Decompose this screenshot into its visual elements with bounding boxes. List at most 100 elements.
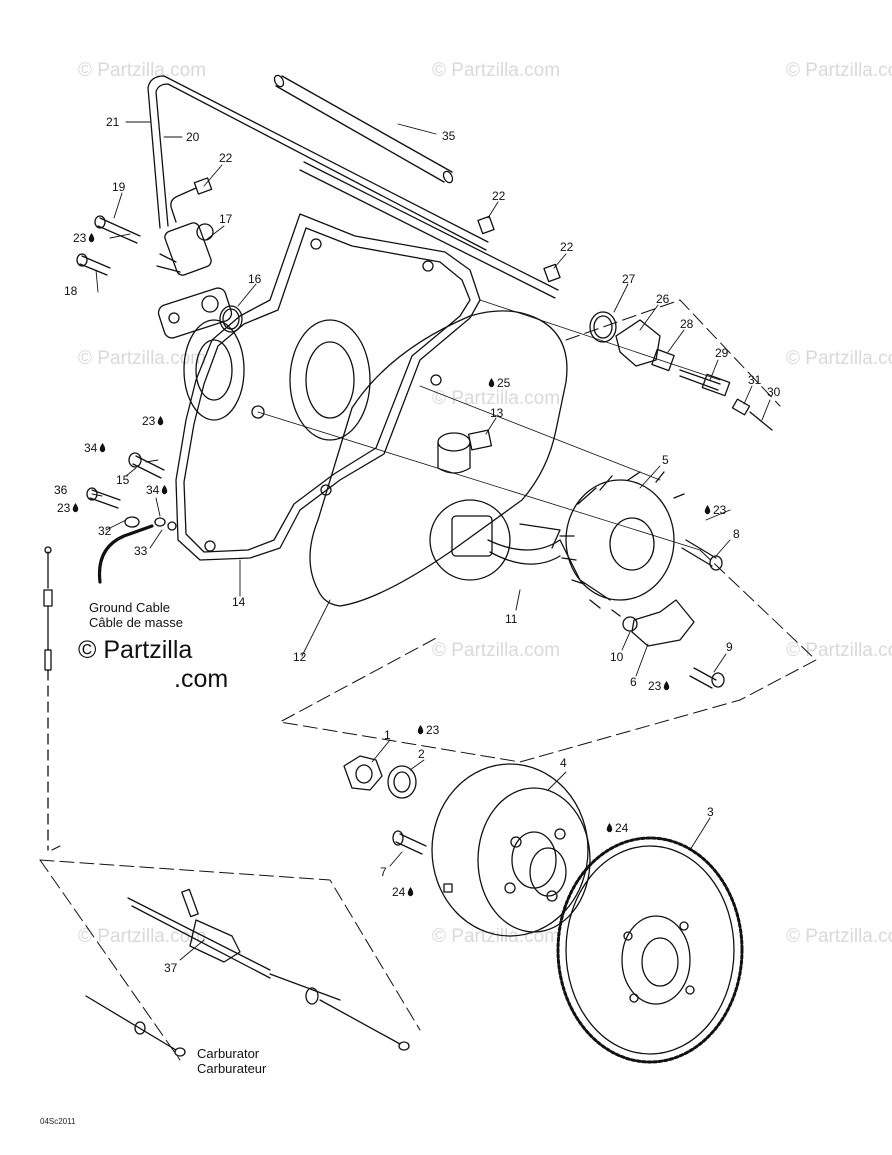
carburator-label-en: Carburator [197,1046,260,1061]
lubricant-icon [664,681,670,691]
callout-19: 19 [112,180,126,194]
watermark: © Partzilla.com [786,640,892,661]
callout-27: 27 [622,272,636,286]
callout-16: 16 [248,272,262,286]
group-outline [39,299,817,1061]
callout-36: 36 [54,483,68,497]
lubricant-icon [417,725,424,735]
lubricant-icon [158,416,164,426]
ground-cable [97,524,154,584]
watermark: © Partzilla.com [786,926,892,947]
detail-circle [429,499,511,581]
o-ring [219,305,243,333]
watermark: © Partzilla.com [432,388,561,409]
throttle-cable [43,546,53,851]
callout-24: 24 [392,886,414,898]
watermark: © Partzilla.com [78,60,207,81]
flywheel [431,763,591,937]
callout-14: 14 [232,595,246,609]
callout-24-number: 24 [392,885,406,899]
lubricant-icon [100,443,106,453]
callout-23: 23 [57,502,79,514]
callout-34: 34 [84,442,106,454]
callout-12: 12 [293,650,307,664]
callout-5: 5 [662,453,669,467]
callout-18: 18 [64,284,78,298]
callout-17: 17 [219,212,233,226]
lubricant-icon [162,485,168,495]
callout-32: 32 [98,524,112,538]
callout-23: 23 [73,232,95,244]
callout-9: 9 [726,640,733,654]
callout-1: 1 [384,728,391,742]
callout-37: 37 [164,961,178,975]
magneto-cover [175,213,481,561]
callout-4: 4 [560,756,567,770]
callout-31: 31 [748,373,762,387]
callout-8: 8 [733,527,740,541]
lubricant-icon [408,887,414,897]
watermark: © Partzilla.com [432,60,561,81]
callout-23-number: 23 [648,679,662,693]
callout-23-number: 23 [73,231,87,245]
callout-26: 26 [656,292,670,306]
diagram-code: 04Sc2011 [40,1117,76,1126]
callout-15: 15 [116,473,130,487]
cover-gasket [309,310,568,607]
brand-line-2: .com [174,665,229,693]
callout-10: 10 [610,650,624,664]
callout-23: 23 [142,415,164,427]
sensor-bracket [631,599,695,647]
cap [615,319,661,367]
callout-35: 35 [442,129,456,143]
callout-7: 7 [380,865,387,879]
callout-13: 13 [490,406,504,420]
callout-25: 25 [488,377,510,389]
callout-23: 23 [648,680,670,692]
callout-30: 30 [767,385,781,399]
watermark: © Partzilla.com [786,348,892,369]
callout-22: 22 [492,189,506,203]
callout-34: 34 [146,484,168,496]
brand-line-1: © Partzilla [78,636,193,664]
callout-23-number: 23 [142,414,156,428]
callout-34-number: 34 [146,483,160,497]
callout-23-number: 23 [426,723,440,737]
callout-23: 23 [704,504,726,516]
ground-cable-note: Ground Cable Câble de masse [89,600,183,630]
callout-24: 24 [606,822,628,834]
nut [343,755,383,791]
callout-23-number: 23 [713,503,727,517]
callout-3: 3 [707,805,714,819]
callout-34-number: 34 [84,441,98,455]
seal-strip [147,75,489,251]
lubricant-icon [73,503,79,513]
callout-2: 2 [418,747,425,761]
callout-20: 20 [186,130,200,144]
lubricant-icon [606,823,613,833]
ring-gear [556,836,744,1064]
cable-junction [85,888,410,1057]
lubricant-icon [488,378,495,388]
callout-21: 21 [106,115,120,129]
callout-24-number: 24 [615,821,629,835]
watermark: © Partzilla.com [432,640,561,661]
lubricant-icon [704,505,711,515]
callout-25-number: 25 [497,376,511,390]
leader-lines [91,121,771,961]
callout-33: 33 [134,544,148,558]
callout-11: 11 [505,612,518,626]
rod [273,74,454,184]
carburator-note: Carburator Carburateur [197,1046,266,1076]
pickup-coil [437,429,493,474]
callout-22: 22 [560,240,574,254]
ground-cable-label-en: Ground Cable [89,600,170,615]
carburator-label-fr: Carburateur [197,1061,267,1076]
valve-assembly [156,222,233,339]
watermark: © Partzilla.com [786,60,892,81]
watermark: © Partzilla.com [78,926,207,947]
ground-cable-label-fr: Câble de masse [89,615,183,630]
watermark: © Partzilla.com [78,348,207,369]
